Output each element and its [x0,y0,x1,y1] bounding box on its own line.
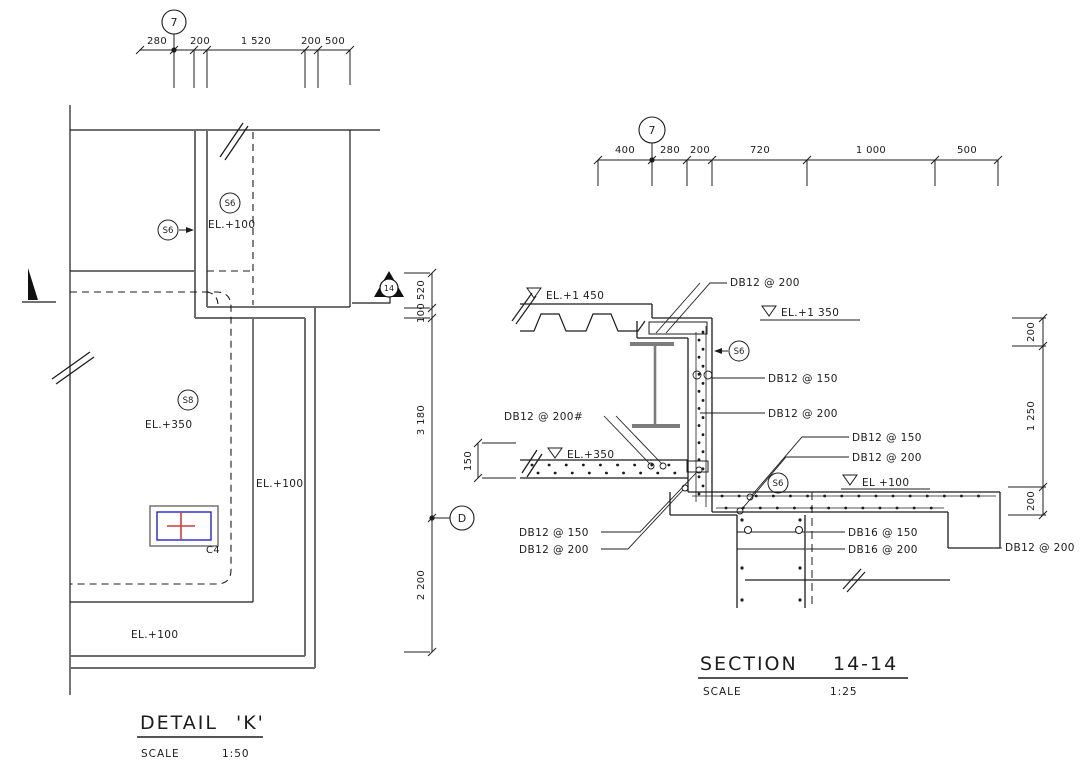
plan-s6-room-bubble [219,192,241,214]
dim-label: 1 000 [856,145,886,156]
rebar-step-a-label: DB12 @ 150 [852,432,922,444]
s6-slab-label: S6 [773,479,784,489]
rebar-wall-a-label: DB12 @ 150 [768,373,838,385]
el-slab-label: EL +100 [862,477,909,489]
dim-label: 200 [190,36,210,47]
rebar-labels: DB12 @ 200 DB12 @ 150 DB12 @ 200 DB12 @ … [504,277,1075,556]
s6-wall-label: S6 [734,347,745,357]
ground-break-line [745,568,950,593]
rebar-wall-b-label: DB12 @ 200 [768,408,838,420]
detail-title-block: DETAIL 'K' SCALE 1:50 [137,712,265,760]
section-top-dimension [593,143,1003,186]
dim-label: 500 [957,145,977,156]
section-title-block: SECTION 14-14 SCALE 1:25 [698,653,908,698]
slab-150-dimension [473,438,516,483]
section-s6-wall-tag: S6 [714,340,750,362]
dim-label: 520 [416,280,427,300]
grid-bubble-7-section [638,116,666,144]
rebar-step-b-label: DB12 @ 200 [852,452,922,464]
dim-label: 2 200 [416,570,427,600]
detail-scale-label: SCALE [141,748,180,760]
steel-beam [630,342,680,428]
c4-inner-blue-box [156,511,212,541]
rebar-top-label: DB12 @ 200 [730,277,800,289]
dim-label: 200 [1026,491,1037,511]
section-scale-value: 1:25 [830,686,858,698]
plan-top-dimension-labels: 280 200 1 520 200 500 [147,36,345,47]
grid-bubble-7-plan [161,9,187,35]
mid-slab [520,449,709,479]
level-markers: EL.+1 450 EL.+1 350 EL.+350 EL +100 [526,287,930,490]
plan-wall-lines [70,130,316,669]
section-right-dimension-labels: 200 1 250 200 [1026,322,1037,511]
section-flag-label: 14 [384,284,394,293]
rebar-lines [530,326,996,606]
plan-section-flag-14: 14 [374,271,404,298]
rebar-foot-b-label: DB12 @ 200 [519,544,589,556]
plan-top-dimension [135,34,355,88]
s6-room-label: S6 [225,199,236,209]
dim-label-150: 150 [463,451,474,471]
dim-label: 3 180 [416,405,427,435]
plan-s8-bubble [177,389,199,411]
detail-k-plan: 7 280 200 1 520 200 500 [22,9,475,760]
rebar-col-a-label: DB16 @ 150 [848,527,918,539]
arrow-head [714,348,722,354]
plan-break-marks [51,122,249,385]
plan-el-room-label: EL.+100 [208,219,255,231]
plan-el-350-label: EL.+350 [145,419,192,431]
detail-title: DETAIL [140,712,218,734]
section-title: SECTION [700,653,798,675]
plan-c4-box [149,505,219,547]
dim-label: 200 [690,145,710,156]
dim-label: 200 [301,36,321,47]
detail-title-key: 'K' [236,712,265,734]
dim-label: 200 [1026,322,1037,342]
plan-c4-label: C4 [206,545,220,556]
grid-bubble-7-plan-label: 7 [171,16,178,29]
metal-deck-profile [511,292,646,332]
plan-vertical-dimension-labels: 520 100 3 180 2 200 [416,280,427,600]
dim-label: 1 250 [1026,401,1037,431]
s6-bubble-label: S6 [163,226,174,236]
leader-lines [601,282,1002,550]
rebar-foot-a-label: DB12 @ 150 [519,527,589,539]
dim-label: 500 [325,36,345,47]
datum-bubble-d-label: D [458,512,466,525]
rebar-mid-slab-label: DB12 @ 200# [504,411,583,423]
el-mid-label: EL.+350 [567,449,614,461]
dim-label: 400 [615,145,635,156]
grid-bubble-7-section-label: 7 [649,124,656,137]
plan-s6-left-tag: S6 [157,219,194,241]
section-right-dimension [1008,313,1048,520]
rebar-col-b-label: DB16 @ 200 [848,544,918,556]
dim-label: 720 [750,145,770,156]
plan-left-triangle-marker [22,268,56,303]
section-14-14: 7 400 280 200 720 1 000 500 [463,116,1075,698]
plan-el-bottom-label: EL.+100 [131,629,178,641]
datum-bubble-d [449,505,475,531]
section-scale-label: SCALE [703,686,742,698]
section-s6-slab-bubble [767,472,789,494]
dim-label: 280 [660,145,680,156]
plan-dashed-boundary [70,132,254,585]
dim-label: 1 520 [241,36,271,47]
plan-vertical-dimension [404,268,450,657]
dim-label: 100 [416,303,427,323]
el-deck-label: EL.+1 450 [546,290,604,302]
el-wall-top-label: EL.+1 350 [781,307,839,319]
section-top-dimension-labels: 400 280 200 720 1 000 500 [615,145,977,156]
detail-scale-value: 1:50 [222,748,250,760]
section-title-number: 14-14 [833,653,898,675]
section-concrete-outline [520,303,1001,608]
dim-label: 280 [147,36,167,47]
s8-bubble-label: S8 [183,396,194,406]
plan-el-strip-label: EL.+100 [256,478,303,490]
arrow-head [186,227,194,233]
rebar-curb-label: DB12 @ 200 [1005,542,1075,554]
